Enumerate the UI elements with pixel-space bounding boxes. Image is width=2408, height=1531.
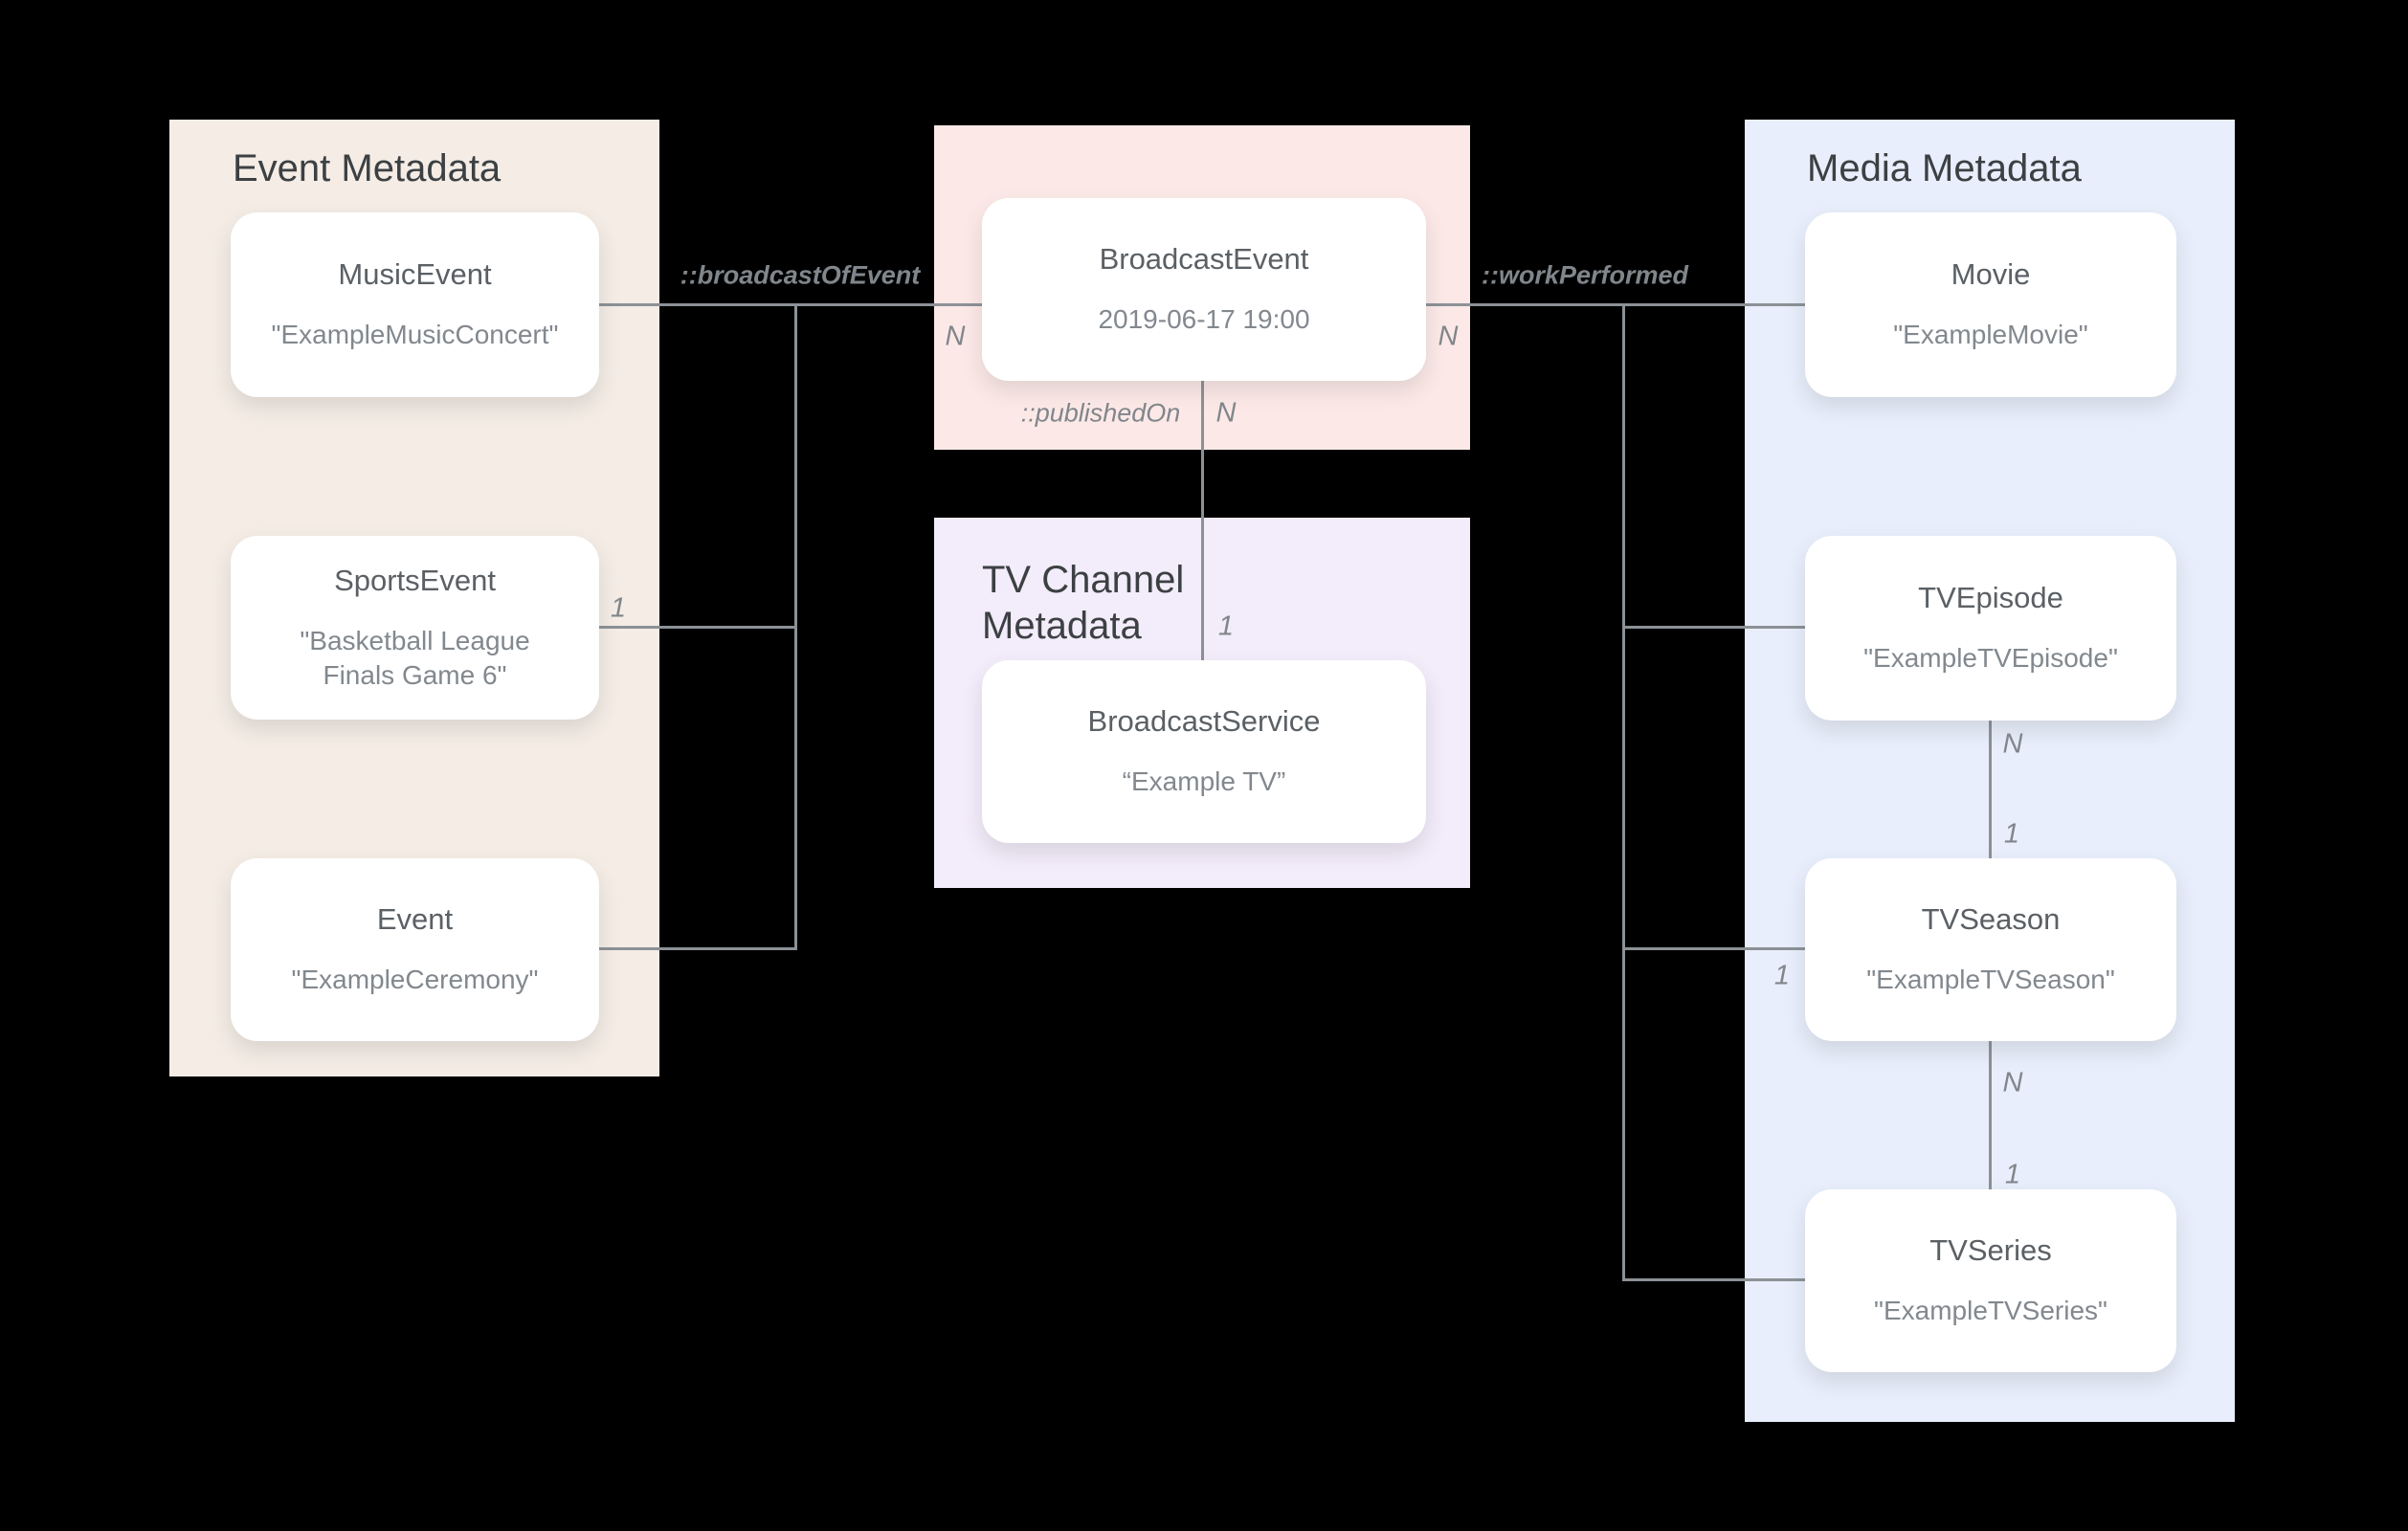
cardinality-season-series-1: 1 xyxy=(2004,1159,2021,1190)
cardinality-published-n: N xyxy=(1215,397,1237,429)
edge-event-branch-line xyxy=(598,947,797,950)
broadcast-event-card-title: BroadcastEvent xyxy=(1099,242,1309,277)
event-card: Event "ExampleCeremony" xyxy=(231,858,599,1041)
broadcast-service-card: BroadcastService “Example TV” xyxy=(982,660,1426,843)
broadcast-event-card-value: 2019-06-17 19:00 xyxy=(1098,304,1310,335)
tv-channel-metadata-title: TV Channel Metadata xyxy=(982,559,1185,647)
edge-season-series-line xyxy=(1989,1041,1992,1189)
edge-tv-season-branch-line xyxy=(1622,947,1805,950)
sports-event-card-title: SportsEvent xyxy=(334,563,496,597)
work-performed-label: ::workPerformed xyxy=(1481,260,1689,290)
cardinality-work-right-n: N xyxy=(1438,321,1459,352)
broadcast-service-card-value: “Example TV” xyxy=(1122,766,1286,797)
sports-event-card: SportsEvent "Basketball League Finals Ga… xyxy=(231,536,599,720)
edge-right-trunk-line xyxy=(1622,303,1625,1281)
cardinality-sports-1: 1 xyxy=(610,592,627,624)
media-metadata-title: Media Metadata xyxy=(1807,147,2082,189)
tv-series-card: TVSeries "ExampleTVSeries" xyxy=(1805,1189,2176,1372)
broadcast-service-card-title: BroadcastService xyxy=(1087,704,1321,739)
tv-season-card-value: "ExampleTVSeason" xyxy=(1866,965,2115,995)
edge-broadcast-of-event-line xyxy=(598,303,982,306)
cardinality-episode-season-1: 1 xyxy=(2003,818,2020,850)
movie-card-title: Movie xyxy=(1951,257,2031,292)
edge-published-on-line xyxy=(1201,381,1204,660)
broadcast-of-event-label: ::broadcastOfEvent xyxy=(680,260,921,290)
movie-card-value: "ExampleMovie" xyxy=(1893,320,2088,350)
published-on-label: ::publishedOn xyxy=(1020,398,1181,428)
edge-sports-event-branch-line xyxy=(598,626,797,629)
tv-episode-card: TVEpisode "ExampleTVEpisode" xyxy=(1805,536,2176,721)
music-event-card-title: MusicEvent xyxy=(338,257,492,292)
cardinality-broadcast-left-n: N xyxy=(945,321,966,352)
broadcast-event-card: BroadcastEvent 2019-06-17 19:00 xyxy=(982,198,1426,381)
edge-episode-season-line xyxy=(1989,721,1992,858)
tv-episode-card-value: "ExampleTVEpisode" xyxy=(1863,643,2118,674)
edge-work-performed-line xyxy=(1424,303,1805,306)
tv-season-card: TVSeason "ExampleTVSeason" xyxy=(1805,858,2176,1041)
event-card-title: Event xyxy=(376,902,454,937)
event-card-value: "ExampleCeremony" xyxy=(291,965,539,995)
tv-episode-card-title: TVEpisode xyxy=(1918,581,2063,615)
music-event-card-value: "ExampleMusicConcert" xyxy=(271,320,559,350)
edge-tv-series-branch-line xyxy=(1622,1278,1805,1281)
cardinality-published-1: 1 xyxy=(1217,610,1235,642)
tv-season-card-title: TVSeason xyxy=(1921,902,2061,937)
music-event-card: MusicEvent "ExampleMusicConcert" xyxy=(231,212,599,397)
edge-tv-episode-branch-line xyxy=(1622,626,1805,629)
event-metadata-title: Event Metadata xyxy=(233,147,502,189)
cardinality-episode-season-n: N xyxy=(2002,728,2023,760)
tv-series-card-value: "ExampleTVSeries" xyxy=(1874,1296,2107,1326)
cardinality-season-1: 1 xyxy=(1773,960,1791,991)
tv-series-card-title: TVSeries xyxy=(1929,1233,2052,1268)
sports-event-card-value: "Basketball League Finals Game 6" xyxy=(300,625,530,691)
cardinality-season-series-n: N xyxy=(2002,1067,2023,1098)
movie-card: Movie "ExampleMovie" xyxy=(1805,212,2176,397)
